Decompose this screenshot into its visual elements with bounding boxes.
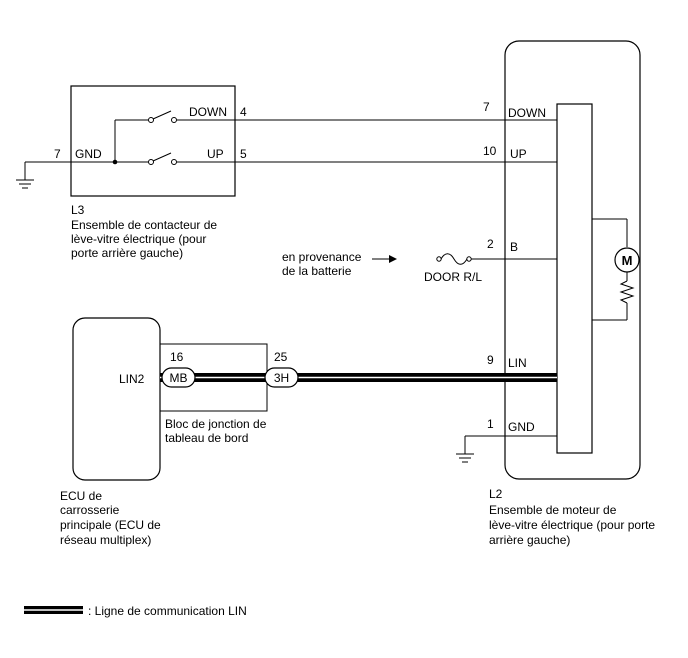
motor-pin-up-number: 10	[483, 144, 497, 158]
connector-3h: 3H	[264, 367, 299, 388]
switch-ground-symbol	[16, 161, 71, 189]
motor-symbol: M	[622, 253, 633, 268]
motor-pin-down-label: DOWN	[508, 106, 546, 120]
motor-pin-b-number: 2	[487, 237, 494, 251]
body-ecu: LIN2 ECU de carrosserie principale (ECU …	[60, 317, 161, 547]
junction-name-line-2: tableau de bord	[165, 431, 248, 445]
switch-name-line-2: lève-vitre électrique (pour	[71, 232, 206, 246]
battery-feed: en provenance de la batterie DOOR R/L	[282, 250, 557, 284]
motor-pin-down-number: 7	[483, 100, 490, 114]
motor-name-line-2: lève-vitre électrique (pour porte	[489, 518, 655, 532]
motor-icon	[614, 247, 640, 273]
battery-arrow-head	[389, 255, 397, 263]
motor-circuit	[592, 218, 635, 321]
lin-communication-line	[160, 373, 557, 382]
connector-mb: MB	[161, 367, 196, 388]
motor-pin-b-label: B	[510, 240, 518, 254]
ecu-name-line-3: principale (ECU de	[60, 518, 161, 532]
motor-code: L2	[489, 487, 503, 501]
connector-mb-code: MB	[170, 371, 188, 385]
switch-box	[70, 85, 236, 197]
motor-name-line-3: arrière gauche)	[489, 533, 570, 547]
switch-pin-up-label: UP	[207, 147, 224, 161]
junction-block: Bloc de jonction de tableau de bord 16 2…	[159, 343, 288, 445]
switch-pin-up-number: 5	[240, 147, 247, 161]
switch-assembly: DOWN 4 UP 5 GND 7 L3 Ensemble de contact…	[16, 85, 247, 260]
motor-pin-gnd-label: GND	[508, 420, 535, 434]
ecu-name-line-2: carrosserie	[60, 503, 120, 517]
motor-module-box	[556, 103, 593, 454]
motor-name-line-1: Ensemble de moteur de	[489, 503, 617, 517]
battery-text-line-2: de la batterie	[282, 264, 352, 278]
motor-pin-gnd-number: 1	[487, 417, 494, 431]
motor-ground-symbol	[456, 435, 557, 463]
switch-pin-down-label: DOWN	[189, 105, 227, 119]
fuse-label: DOOR R/L	[424, 270, 482, 284]
battery-text-line-1: en provenance	[282, 250, 362, 264]
ecu-box	[72, 317, 161, 481]
switch-code: L3	[71, 203, 85, 217]
junction-name-line-1: Bloc de jonction de	[165, 417, 267, 431]
switch-pin-gnd-number: 7	[54, 147, 61, 161]
legend: : Ligne de communication LIN	[24, 604, 247, 618]
motor-pin-up-label: UP	[510, 147, 527, 161]
fuse-symbol	[436, 253, 557, 265]
motor-pin-lin-label: LIN	[508, 356, 527, 370]
switch-contacts	[71, 110, 235, 165]
splice-dot	[112, 159, 118, 165]
motor-pin-lin-number: 9	[487, 353, 494, 367]
motor-assembly: M 7 DOWN 10 UP 2 B 9 LIN 1 GND L2 Ensemb…	[456, 40, 655, 547]
switch-to-motor-wires	[235, 119, 557, 163]
legend-text: : Ligne de communication LIN	[88, 604, 247, 618]
connector-3h-pin: 25	[274, 350, 288, 364]
switch-pin-gnd-label: GND	[75, 147, 102, 161]
motor-outer-box	[504, 40, 641, 480]
connector-mb-pin: 16	[170, 350, 184, 364]
switch-pin-down-number: 4	[240, 105, 247, 119]
ecu-name-line-1: ECU de	[60, 489, 102, 503]
ecu-pin-lin2-label: LIN2	[119, 372, 145, 386]
switch-name-line-3: porte arrière gauche)	[71, 246, 183, 260]
switch-name-line-1: Ensemble de contacteur de	[71, 218, 217, 232]
connector-3h-code: 3H	[274, 371, 289, 385]
ecu-name-line-4: réseau multiplex)	[60, 533, 151, 547]
